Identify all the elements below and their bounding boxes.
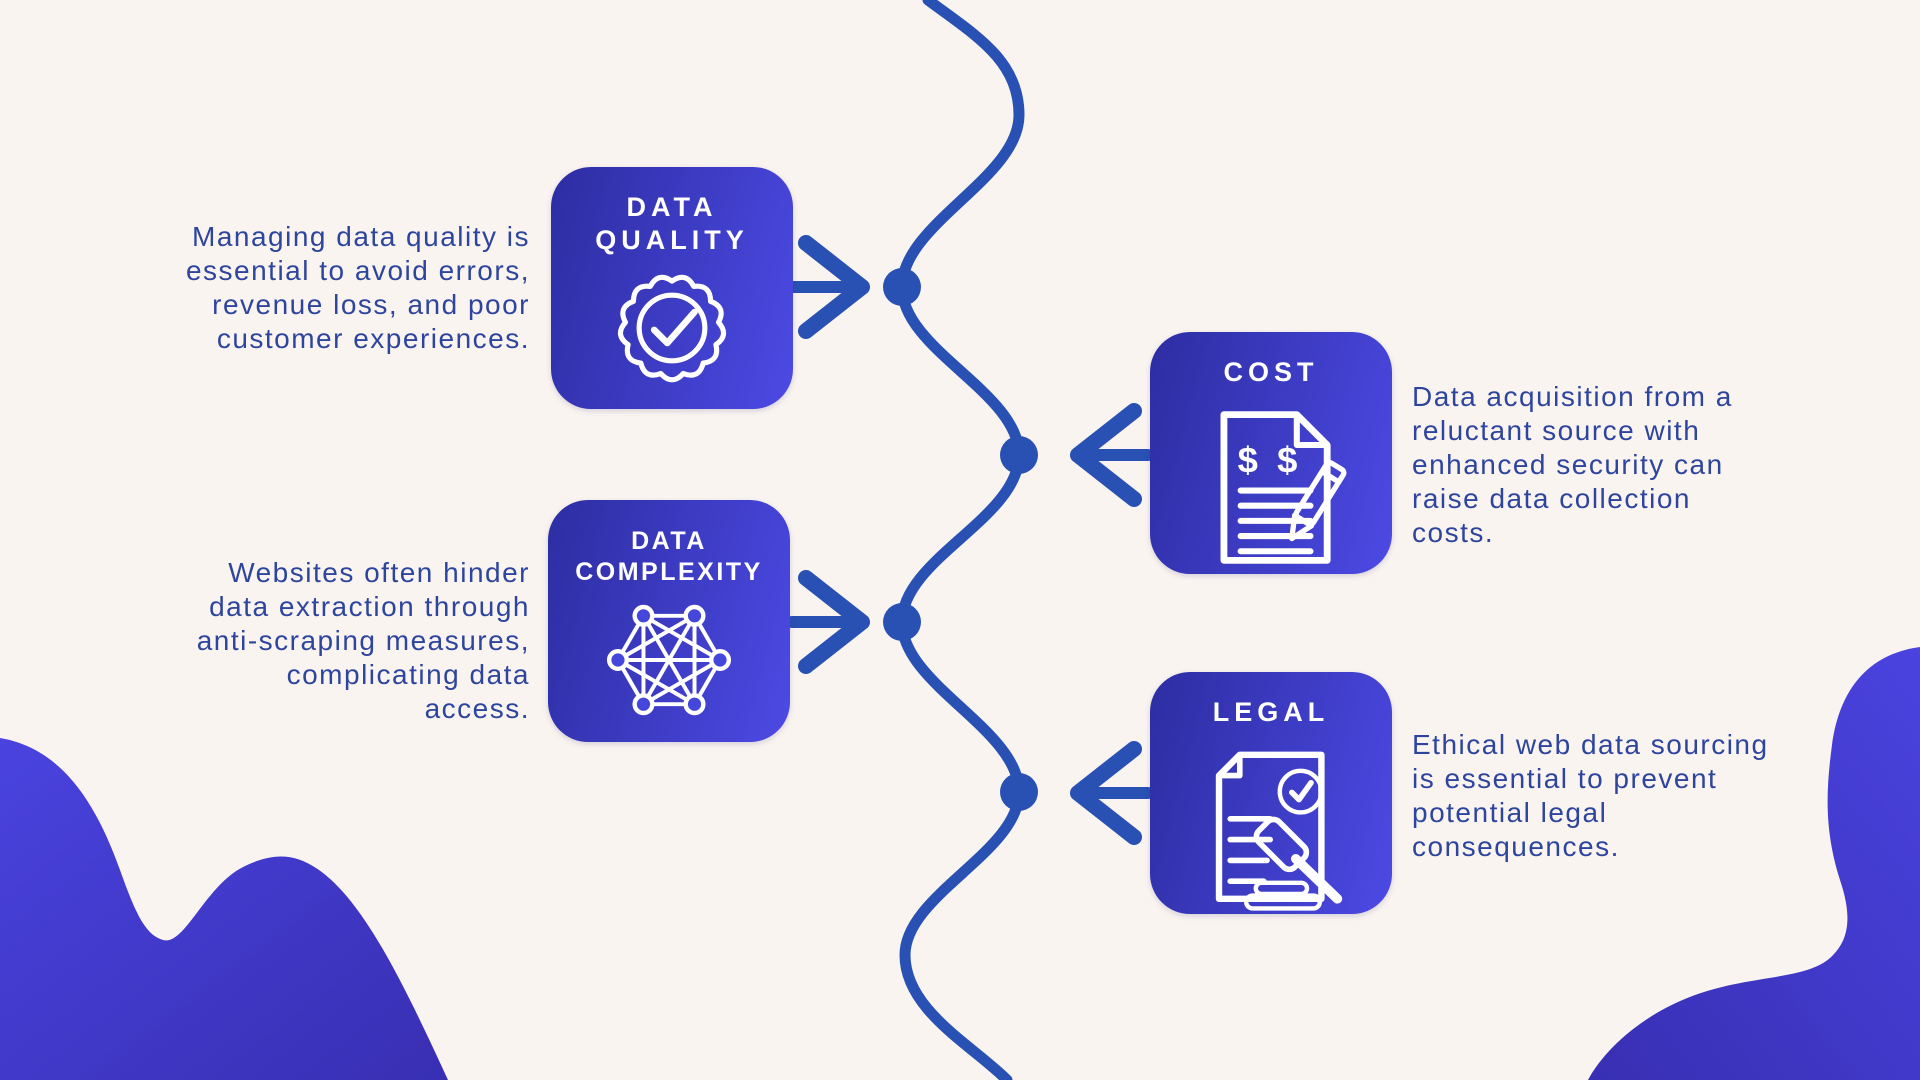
- card-legal: LEGAL: [1150, 672, 1392, 914]
- corner-blob-bottom-left: [0, 738, 448, 1080]
- card-data-complexity: DATA COMPLEXITY: [548, 500, 790, 742]
- connector-dot-legal: [1000, 773, 1038, 811]
- connector-dot-data-quality: [883, 268, 921, 306]
- connector-dot-cost: [1000, 436, 1038, 474]
- corner-blob-bottom-right: [1588, 647, 1920, 1080]
- document-gavel-icon: [1215, 751, 1343, 911]
- pencil-glyph: [1289, 459, 1347, 542]
- description-cost: Data acquisition from a reluctant source…: [1412, 381, 1733, 548]
- description-data-quality: Managing data quality is essential to av…: [185, 221, 530, 354]
- badge-check-icon: [617, 274, 727, 383]
- card-title-data-complexity: DATA COMPLEXITY: [575, 527, 763, 586]
- description-legal: Ethical web data sourcing is essential t…: [1412, 729, 1769, 862]
- description-data-complexity: Websites often hinder data extraction th…: [196, 557, 530, 724]
- card-title-data-quality: DATA QUALITY: [595, 192, 749, 255]
- wave-connector-line: [896, 0, 1025, 1080]
- card-cost: COST $ $: [1150, 332, 1392, 574]
- arrow-left-icon-legal: [1070, 741, 1154, 845]
- gavel-glyph: [1253, 816, 1343, 904]
- dollar-signs: $ $: [1238, 439, 1302, 480]
- arrow-right-icon-data-quality: [786, 235, 870, 339]
- network-graph-icon: [606, 604, 732, 716]
- invoice-pencil-icon: $ $: [1220, 411, 1347, 564]
- arrow-right-icon-data-complexity: [786, 570, 870, 674]
- card-title-legal: LEGAL: [1212, 697, 1330, 727]
- connector-dot-data-complexity: [883, 603, 921, 641]
- card-data-quality: DATA QUALITY: [551, 167, 793, 409]
- card-title-cost: COST: [1223, 357, 1319, 387]
- arrow-left-icon-cost: [1070, 403, 1154, 507]
